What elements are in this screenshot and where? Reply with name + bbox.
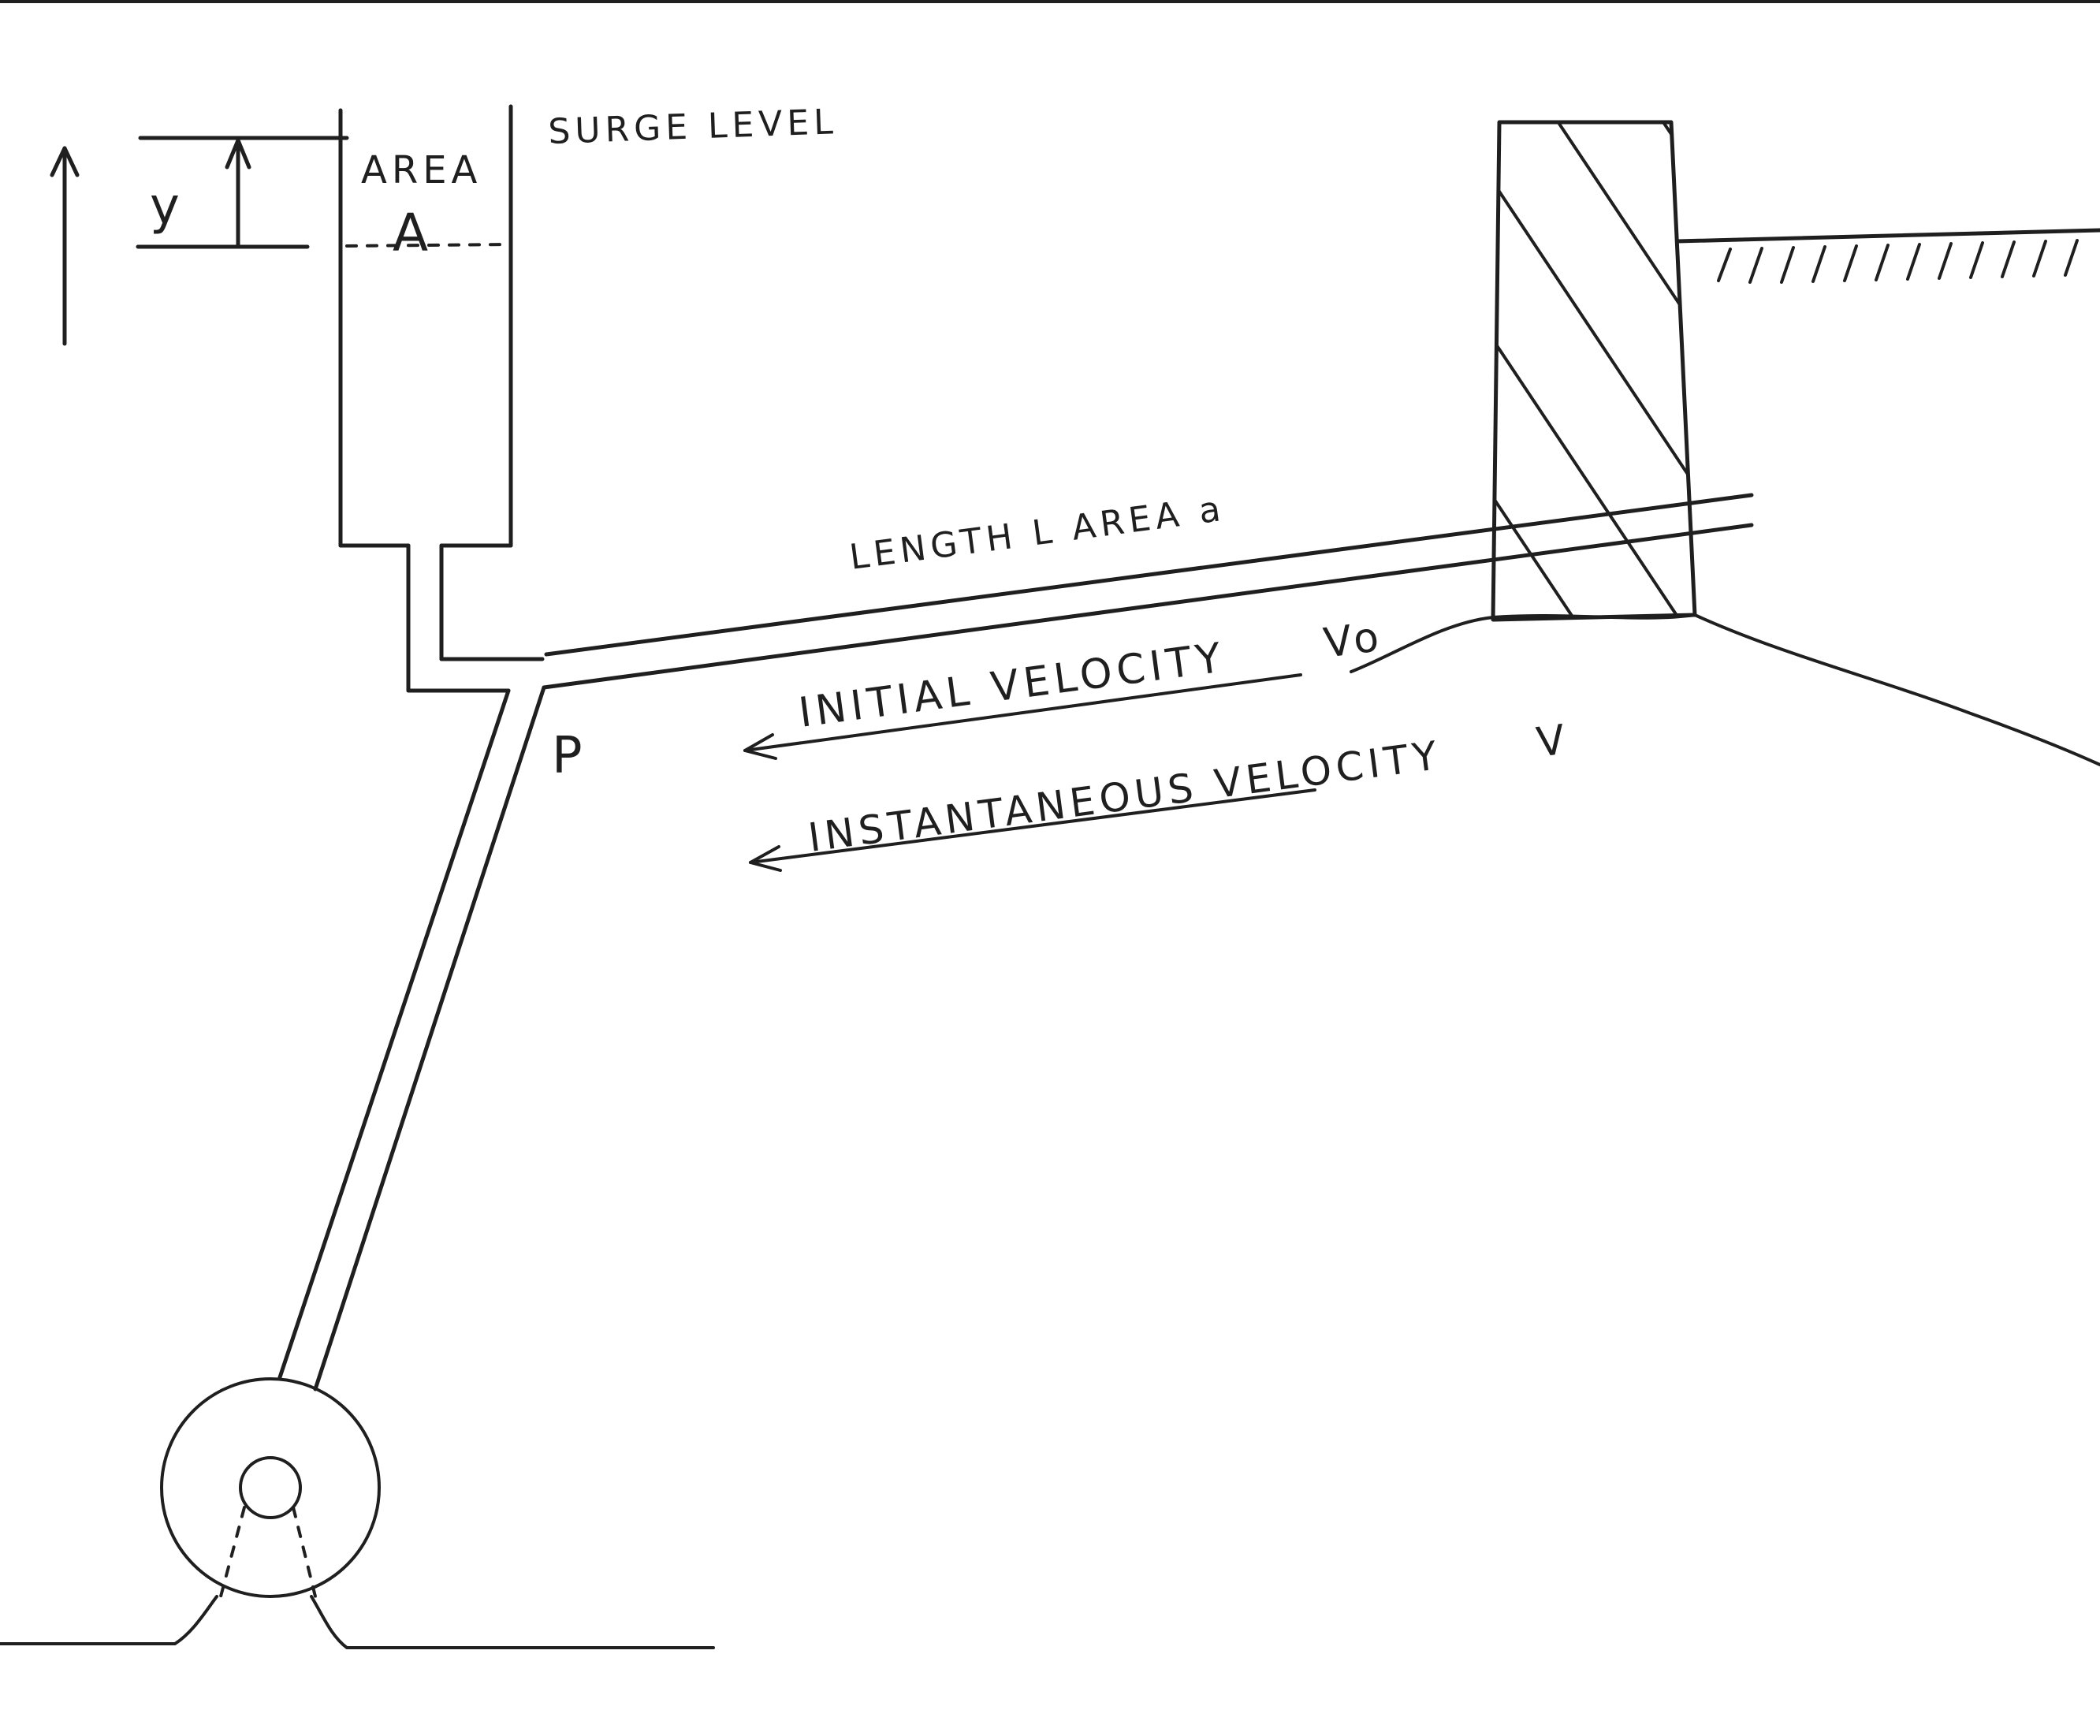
initial-velocity-label: INITIAL VELOCITY [796, 634, 1229, 737]
dam-hatching [1493, 122, 1695, 620]
turbine [0, 1377, 715, 1649]
instantaneous-velocity-symbol: V [1534, 716, 1573, 767]
turbine-shaft-icon [239, 1456, 302, 1519]
y-dimension: y [136, 136, 349, 249]
static-water-level [345, 243, 512, 248]
penstock-right [313, 685, 546, 1391]
turbine-casing [160, 1377, 381, 1598]
tunnel-pipe [406, 493, 1754, 693]
tunnel-top [544, 493, 1754, 657]
initial-velocity-annotation: INITIAL VELOCITY Vo [743, 613, 1387, 760]
ground-profile [1350, 613, 2100, 766]
y-symbol: y [150, 177, 184, 236]
tailrace-right [310, 1595, 715, 1649]
instantaneous-velocity-annotation: INSTANTANEOUS VELOCITY V [749, 716, 1573, 872]
penstock-pipe [277, 685, 546, 1391]
initial-velocity-arrow-head [743, 733, 777, 760]
draft-tube-right-dashed [292, 1506, 317, 1598]
instantaneous-velocity-arrow-shaft [749, 788, 1316, 864]
tailrace-left [0, 1595, 218, 1645]
area-word: AREA [361, 148, 482, 192]
tunnel-bottom [542, 523, 1754, 690]
initial-velocity-symbol: Vo [1321, 613, 1387, 668]
upward-arrow-icon [50, 146, 80, 346]
initial-velocity-arrow-shaft [743, 673, 1302, 752]
surge-level-label: SURGE LEVEL [548, 102, 839, 152]
point-p: P [552, 727, 587, 785]
penstock-left [277, 688, 511, 1380]
surge-tank: AREA A [338, 104, 513, 548]
dam [1491, 120, 2100, 622]
pipe-length-area-label: LENGTH L AREA a [847, 489, 1227, 578]
reservoir-level [1675, 228, 2100, 244]
instantaneous-velocity-arrow-head [749, 845, 782, 872]
reservoir-water-hatching [1717, 239, 2079, 284]
draft-tube-left-dashed [219, 1506, 246, 1598]
area-symbol: A [393, 203, 433, 263]
